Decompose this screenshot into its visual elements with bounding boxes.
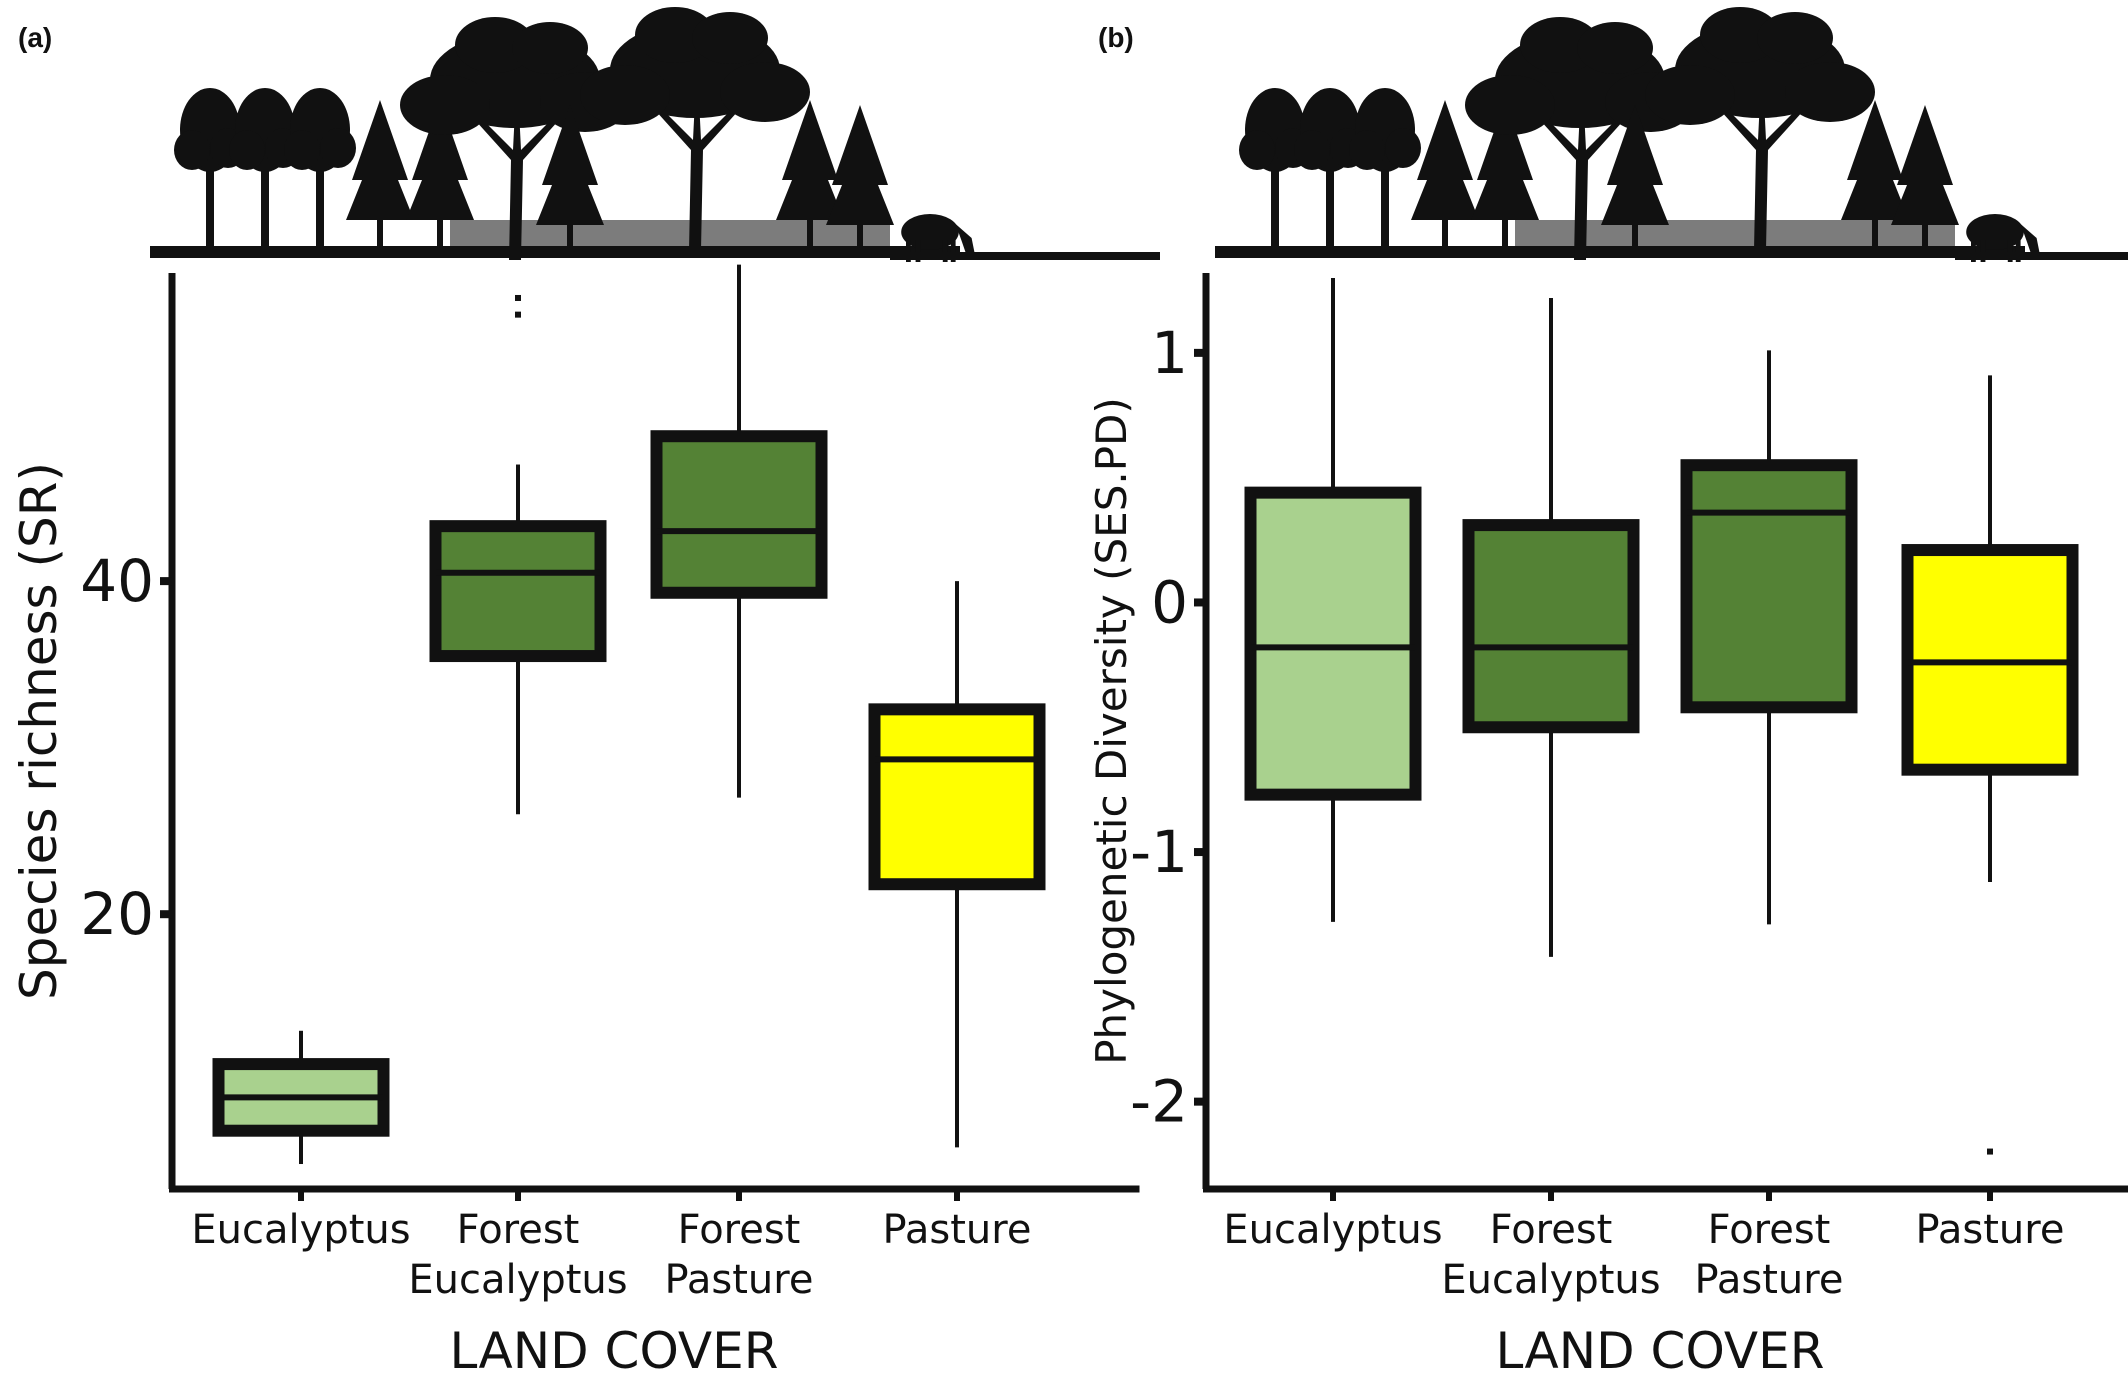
x-tick-label: Pasture xyxy=(1695,1257,1844,1303)
box-iqr xyxy=(1462,519,1640,734)
y-axis-label: Phylogenetic Diversity (SES.PD) xyxy=(1087,397,1136,1065)
x-tick-label: Eucalyptus xyxy=(1223,1207,1442,1253)
x-axis-label: LAND COVER xyxy=(450,1322,779,1380)
y-tick-label: -1 xyxy=(1130,818,1188,886)
landscape-illustration-a xyxy=(150,7,1160,262)
box-outlier-point xyxy=(1987,1148,1993,1155)
box-outlier-point xyxy=(515,294,521,301)
x-tick-label: Pasture xyxy=(883,1207,1032,1253)
y-tick-label: 0 xyxy=(1151,568,1188,636)
panel-a-label: (a) xyxy=(18,22,53,53)
y-tick-label: -2 xyxy=(1130,1068,1188,1136)
x-tick-label: Forest xyxy=(678,1207,801,1253)
y-tick-label: 1 xyxy=(1151,319,1188,387)
box-outlier-point xyxy=(515,311,521,318)
landscape-illustration-b xyxy=(1215,7,2128,262)
x-axis-label: LAND COVER xyxy=(1496,1322,1825,1380)
x-tick-label: Eucalyptus xyxy=(191,1207,410,1253)
box-iqr xyxy=(429,520,607,663)
box-iqr xyxy=(1244,486,1422,801)
y-axis-label: Species richness (SR) xyxy=(10,462,68,1000)
box-iqr xyxy=(868,703,1046,891)
panel-b-label: (b) xyxy=(1098,22,1134,53)
x-tick-label: Eucalyptus xyxy=(408,1257,627,1303)
box-iqr xyxy=(1680,459,1858,714)
x-tick-label: Forest xyxy=(1708,1207,1831,1253)
y-tick-label: 40 xyxy=(80,547,154,615)
box-iqr xyxy=(650,430,828,599)
x-tick-label: Forest xyxy=(457,1207,580,1253)
x-tick-label: Eucalyptus xyxy=(1441,1257,1660,1303)
x-tick-label: Forest xyxy=(1490,1207,1613,1253)
x-tick-label: Pasture xyxy=(665,1257,814,1303)
y-tick-label: 20 xyxy=(80,880,154,948)
x-tick-label: Pasture xyxy=(1916,1207,2065,1253)
